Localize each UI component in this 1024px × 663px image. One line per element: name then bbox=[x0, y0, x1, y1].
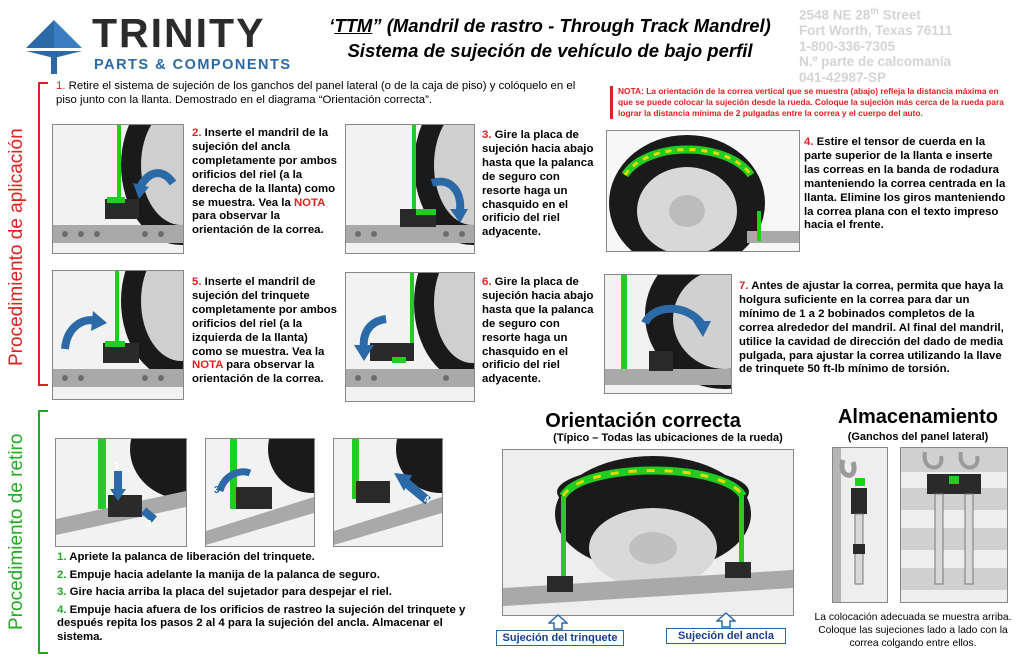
storage-title: Almacenamiento bbox=[837, 406, 999, 428]
step-2-text: 2. Inserte el mandril de la sujeción del… bbox=[192, 127, 337, 237]
removal-side-label: Procedimiento de retiro bbox=[6, 433, 27, 630]
company-subtitle: PARTS & COMPONENTS bbox=[94, 57, 292, 73]
anchor-fastener-label: Sujeción del ancla bbox=[666, 628, 786, 644]
step-1-text: 1. Retire el sistema de sujeción de los … bbox=[56, 80, 576, 106]
storage-photo-front bbox=[900, 447, 1008, 603]
step-3-text: 3. Gire la placa de sujeción hacia abajo… bbox=[482, 129, 594, 239]
step-6-text: 6. Gire la placa de sujeción hacia abajo… bbox=[482, 276, 594, 386]
removal-arrow-1-label: 1 bbox=[114, 461, 120, 472]
removal-photo-2: 3 bbox=[205, 438, 315, 547]
company-address: 2548 NE 28th Street Fort Worth, Texas 76… bbox=[799, 6, 953, 85]
page-title: ‘TTM” (Mandril de rastro - Through Track… bbox=[329, 15, 771, 61]
step-5-text: 5. Inserte el mandril de sujeción del tr… bbox=[192, 276, 337, 386]
removal-arrow-3-label: 3 bbox=[214, 485, 220, 496]
storage-caption: La colocación adecuada se muestra arriba… bbox=[814, 612, 1012, 649]
orientation-note: NOTA: La orientación de la correa vertic… bbox=[610, 86, 1014, 119]
storage-subtitle: (Ganchos del panel lateral) bbox=[847, 431, 989, 443]
orientation-title: Orientación correcta bbox=[545, 410, 741, 432]
removal-photo-1: 1 2 bbox=[55, 438, 187, 547]
ratchet-fastener-label: Sujeción del trinquete bbox=[496, 630, 624, 646]
step-7-photo bbox=[604, 274, 732, 394]
removal-bracket bbox=[38, 410, 48, 654]
removal-step-2: 2. Empuje hacia adelante la manija de la… bbox=[57, 568, 380, 581]
removal-steps: 1. Apriete la palanca de liberación del … bbox=[57, 551, 467, 645]
step-2-photo bbox=[52, 124, 184, 254]
application-bracket bbox=[38, 82, 48, 386]
step-5-photo bbox=[52, 270, 184, 400]
removal-arrow-2-label: 2 bbox=[146, 519, 152, 530]
orientation-diagram bbox=[502, 449, 794, 616]
application-side-label: Procedimiento de aplicación bbox=[6, 128, 27, 366]
step-6-photo bbox=[345, 272, 475, 402]
trinity-logo-icon bbox=[26, 20, 82, 74]
removal-step-4: 4. Empuje hacia afuera de los orificios … bbox=[57, 603, 466, 643]
anchor-pointer-icon bbox=[716, 612, 736, 628]
removal-step-1: 1. Apriete la palanca de liberación del … bbox=[57, 551, 315, 563]
orientation-subtitle: (Típico – Todas las ubicaciones de la ru… bbox=[553, 432, 783, 444]
step-7-text: 7. Antes de ajustar la correa, permita q… bbox=[739, 280, 1004, 376]
step-3-photo bbox=[345, 124, 475, 254]
storage-photo-side bbox=[832, 447, 888, 603]
ratchet-pointer-icon bbox=[548, 614, 568, 630]
removal-step-3: 3. Gire hacia arriba la placa del sujeta… bbox=[57, 586, 392, 599]
step-4-photo bbox=[606, 130, 800, 252]
step-4-text: 4. Estire el tensor de cuerda en la part… bbox=[804, 136, 1006, 232]
removal-photo-3: 4 bbox=[333, 438, 443, 547]
removal-arrow-4-label: 4 bbox=[424, 495, 430, 506]
company-name: TRINITY bbox=[92, 10, 266, 56]
